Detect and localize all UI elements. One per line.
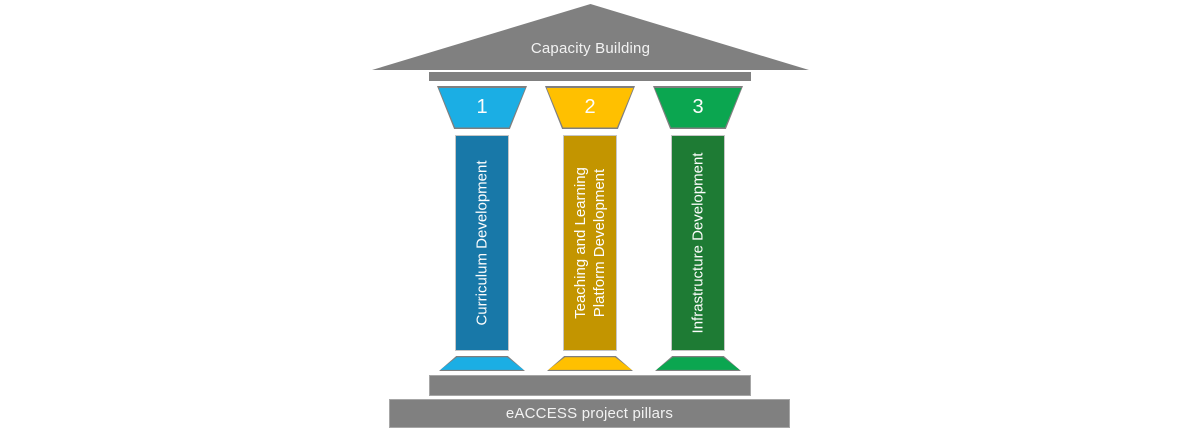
pillar-3-label-line-1: Infrastructure Development [689,152,707,334]
pillar-3: 3 Infrastructure Development [653,86,743,372]
pillar-3-base-fill [656,357,740,370]
pillar-1-number: 1 [476,96,488,118]
pillar-2-label-line-2: Platform Development [591,168,608,318]
pillar-3-base [655,356,741,371]
pillar-3-number: 3 [692,96,704,118]
upper-step [429,375,751,396]
pillar-3-label: Infrastructure Development [689,153,708,334]
pillar-1-label-line-1: Curriculum Development [473,160,491,326]
architrave-beam [429,72,751,81]
base-platform: eACCESS project pillars [389,399,790,428]
pillar-1-shaft: Curriculum Development [455,135,509,351]
pillar-2-number: 2 [584,96,596,118]
pillar-3-capital-fill [654,87,742,128]
pillar-2: 2 Teaching and Learning Platform Develop… [545,86,635,372]
pillar-2-base-fill [548,357,632,370]
pillar-2-base [547,356,633,371]
pillar-3-capital: 3 [653,86,743,129]
pillar-1-capital-fill [438,87,526,128]
pillar-3-shaft: Infrastructure Development [671,135,725,351]
pillar-2-capital-fill [546,87,634,128]
pillar-1: 1 Curriculum Development [437,86,527,372]
roof-label: Capacity Building [530,40,651,57]
pillar-2-capital: 2 [545,86,635,129]
pillar-2-label-line-1: Teaching and Learning [572,167,589,319]
pillar-1-label: Curriculum Development [473,160,492,325]
pillar-2-shaft: Teaching and Learning Platform Developme… [563,135,617,351]
pillar-2-label: Teaching and Learning Platform Developme… [571,167,609,319]
pillar-1-base-fill [440,357,524,370]
pillar-1-base [439,356,525,371]
roof-pediment: Capacity Building [372,4,809,70]
base-platform-label: eACCESS project pillars [505,405,674,422]
pillar-1-capital: 1 [437,86,527,129]
